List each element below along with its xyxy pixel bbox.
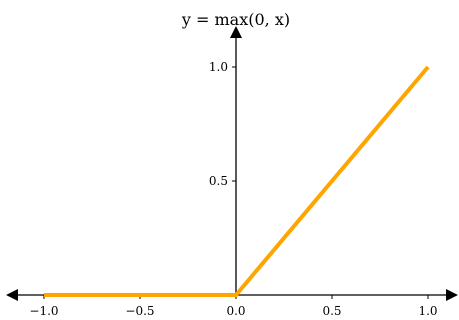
x-axis-left-arrow-icon (6, 289, 18, 301)
series-layer (44, 65, 430, 297)
x-ticks: −1.0 −0.5 0.0 0.5 1.0 (29, 295, 438, 318)
x-tick-label: 0.0 (226, 304, 245, 318)
y-tick-label: 1.0 (209, 60, 228, 74)
x-tick-label: 0.5 (322, 304, 341, 318)
chart-title: y = max(0, x) (181, 10, 290, 29)
x-tick-label: −0.5 (125, 304, 154, 318)
y-ticks: 0.5 1.0 (209, 60, 236, 188)
x-axis-right-arrow-icon (446, 289, 458, 301)
y-tick-label: 0.5 (209, 174, 228, 188)
y-axis-up-arrow-icon (230, 26, 242, 38)
x-tick-label: 1.0 (418, 304, 437, 318)
series-line-0 (44, 65, 430, 297)
x-tick-label: −1.0 (29, 304, 58, 318)
